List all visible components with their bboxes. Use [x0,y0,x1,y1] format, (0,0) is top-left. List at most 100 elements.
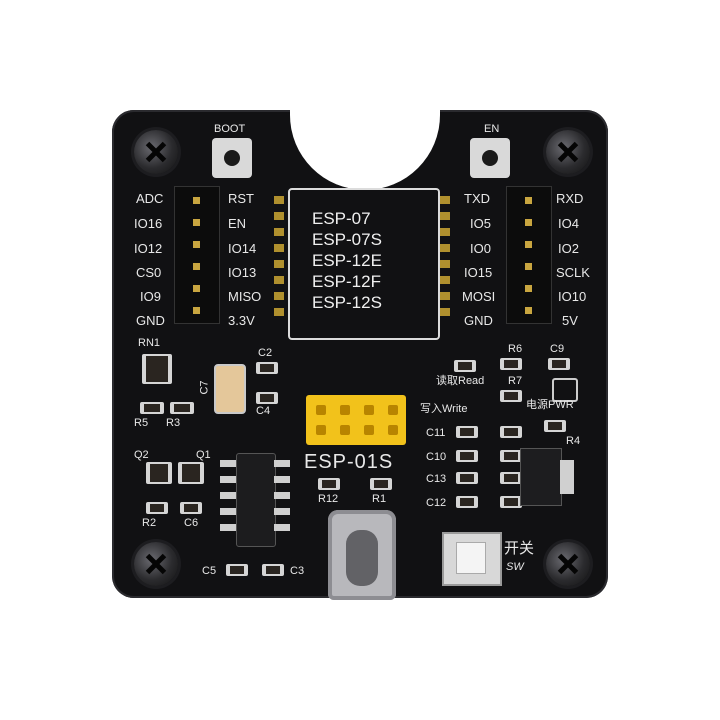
c12-label: C12 [426,497,447,509]
q1-label: Q1 [196,449,211,461]
capacitor-c4 [256,392,278,404]
led-write-label: 写入Write [420,403,468,415]
right-pin-header [506,186,552,324]
c6-label: C6 [184,517,199,529]
capacitor-c3 [262,564,284,576]
c2-label: C2 [258,347,273,359]
switch-label: 开关 [504,540,535,557]
capacitor-c2 [256,362,278,374]
pin-label: IO4 [558,216,579,231]
pin-label: SCLK [556,265,590,280]
resistor-r12 [318,478,340,490]
r12-label: R12 [318,493,339,505]
usb-c-port[interactable] [328,510,396,600]
capacitor-c6 [180,502,202,514]
pin-label: IO14 [228,241,257,256]
module-label: ESP-12F [312,272,381,291]
esp-01s-label: ESP-01S [304,451,394,473]
resistor-r6 [500,358,522,370]
tantalum-capacitor [214,364,246,414]
pin-label: TXD [464,191,490,206]
pin-label: CS0 [136,265,162,280]
module-compatibility-list: ESP-07 ESP-07S ESP-12E ESP-12F ESP-12S [312,208,382,313]
pin-label: IO9 [140,289,161,304]
pin-label: GND [464,313,493,328]
pin-label: IO12 [134,241,163,256]
boot-label: BOOT [214,123,246,135]
pin-label: IO2 [558,241,579,256]
c4-label: C4 [256,405,271,417]
module-label: ESP-07S [312,230,382,249]
resistor-r1 [370,478,392,490]
c11-label: C11 [426,427,446,439]
c7-label: C7 [198,380,211,395]
pin-label: IO13 [228,265,257,280]
c5-label: C5 [202,565,217,577]
pin-label: 3.3V [228,313,255,328]
en-label: EN [484,123,500,135]
q2-label: Q2 [134,449,149,461]
c3-label: C3 [290,565,305,577]
capacitor-c12 [456,496,478,508]
r2-label: R2 [142,517,157,529]
mounting-screw-bottom-right [546,542,590,586]
left-pin-header [174,186,220,324]
r3-label: R3 [166,417,181,429]
capacitor-c13 [456,472,478,484]
capacitor-c11b [500,426,522,438]
regulator-tab [560,460,574,494]
voltage-regulator [520,448,562,506]
resistor-r7 [500,390,522,402]
capacitor-c13b [500,472,522,484]
resistor-r5 [140,402,164,414]
resistor-r2 [146,502,168,514]
pin-label: 5V [562,313,578,328]
c10-label: C10 [426,451,447,463]
capacitor-c12b [500,496,522,508]
power-switch[interactable] [442,532,502,586]
module-label: ESP-07 [312,209,371,228]
capacitor-c11 [456,426,478,438]
rn1-label: RN1 [138,337,161,349]
capacitor-c5 [226,564,248,576]
capacitor-c9 [548,358,570,370]
mounting-screw-bottom-left [134,542,178,586]
r7-label: R7 [508,375,523,387]
led-power-label: 电源PWR [526,399,574,411]
pin-label: IO0 [470,241,491,256]
en-button[interactable] [470,138,510,178]
transistor-q2 [146,462,172,484]
pin-label: IO15 [464,265,493,280]
pin-label: IO5 [470,216,491,231]
pin-label: EN [228,216,247,231]
resistor-r3 [170,402,194,414]
boot-button[interactable] [212,138,252,178]
inductor [552,378,578,402]
pin-label: GND [136,313,165,328]
r6-label: R6 [508,343,523,355]
r4-label: R4 [566,435,581,447]
pin-label: RST [228,191,254,206]
pin-label: IO16 [134,216,163,231]
resistor-r4 [544,420,566,432]
pin-label: ADC [136,191,164,206]
led-read-label: 读取Read [436,375,485,387]
pin-label: MOSI [462,289,496,304]
module-label: ESP-12E [312,251,382,270]
mounting-screw-top-left [134,130,178,174]
pin-label: MISO [228,289,262,304]
c9-label: C9 [550,343,565,355]
r5-label: R5 [134,417,149,429]
usb-serial-ic [236,453,276,547]
c13-label: C13 [426,473,447,485]
resistor-network [142,354,172,384]
capacitor-c10 [456,450,478,462]
esp-01s-socket[interactable] [306,395,406,445]
mounting-screw-top-right [546,130,590,174]
r1-label: R1 [372,493,387,505]
capacitor-c10b [500,450,522,462]
esp-module-footprint [288,188,440,340]
pin-label: RXD [556,191,584,206]
switch-sub-label: SW [506,561,524,573]
led-read [454,360,476,372]
